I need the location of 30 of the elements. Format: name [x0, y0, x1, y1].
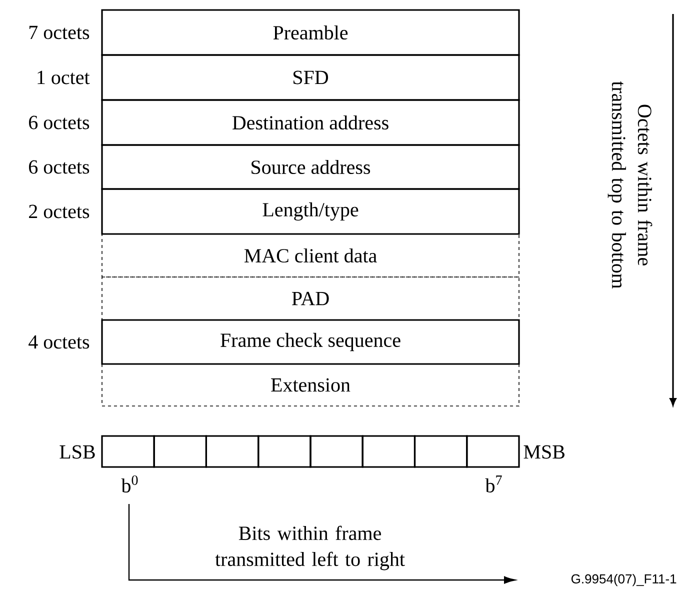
- field-box: MAC client data: [102, 234, 520, 278]
- bit-cell: [310, 435, 364, 468]
- bit-cell: [205, 435, 260, 468]
- figure-number: G.9954(07)_F11-1: [571, 574, 676, 586]
- direction-label: Octets within frame transmitted top to bottom: [608, 81, 652, 289]
- direction-label: Bits within frame transmitted left to right: [215, 526, 405, 570]
- octet-count: 6 octets: [29, 116, 90, 130]
- octet-count: 2 octets: [29, 204, 90, 218]
- bit-index: b$^{0}$: [121, 475, 138, 493]
- octet-count: 6 octets: [29, 160, 90, 174]
- field-box: Destination address: [101, 99, 520, 146]
- bit-cell: [258, 435, 312, 468]
- octet-count: 7 octets: [29, 26, 90, 40]
- field-box: Frame check sequence: [101, 319, 520, 365]
- bit-cell: [414, 435, 468, 468]
- octet-count: 1 octet: [38, 70, 90, 84]
- bit-cell: [101, 435, 155, 468]
- field-box: Extension: [102, 364, 520, 406]
- field-box: Preamble: [101, 9, 520, 56]
- field-box: Length/type: [101, 188, 520, 235]
- field-box: Source address: [101, 144, 520, 190]
- field-box: SFD: [101, 54, 520, 101]
- octet-count: 4 octets: [28, 335, 90, 349]
- bit-order-label: MSB: [524, 445, 564, 459]
- bit-cell: [153, 435, 207, 468]
- bit-order-label: LSB: [60, 445, 95, 459]
- bit-cell: [466, 435, 520, 468]
- bit-cell: [362, 435, 416, 468]
- bit-index: b$^{7}$: [485, 476, 502, 492]
- field-box: PAD: [102, 276, 520, 320]
